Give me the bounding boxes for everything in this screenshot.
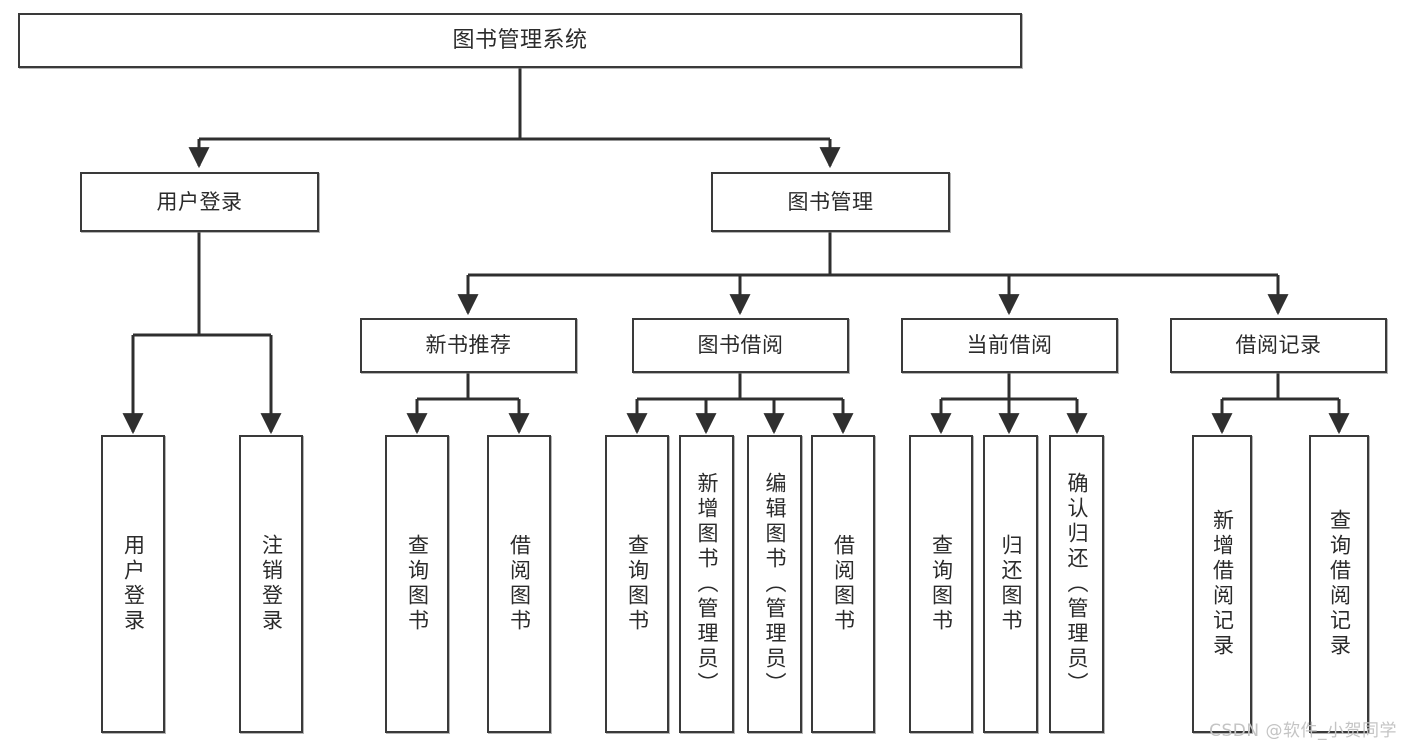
leaf-cb-query-book-label: 查询图书	[929, 534, 954, 634]
node-book-management[interactable]: 图书管理	[711, 172, 950, 232]
node-current-borrow[interactable]: 当前借阅	[901, 318, 1118, 373]
csdn-watermark: CSDN @软件_小贺同学	[1209, 721, 1397, 741]
node-borrow-record[interactable]: 借阅记录	[1170, 318, 1387, 373]
leaf-nb-borrow-book[interactable]: 借阅图书	[487, 435, 551, 733]
leaf-br-query-record[interactable]: 查询借阅记录	[1309, 435, 1369, 733]
leaf-nb-query-book-label: 查询图书	[405, 534, 430, 634]
leaf-logout-label: 注销登录	[259, 534, 284, 634]
node-user-login-label: 用户登录	[156, 189, 243, 214]
node-root[interactable]: 图书管理系统	[18, 13, 1022, 68]
node-book-borrow-label: 图书借阅	[697, 333, 784, 358]
leaf-logout[interactable]: 注销登录	[239, 435, 303, 733]
leaf-bb-borrow-book[interactable]: 借阅图书	[811, 435, 875, 733]
node-book-management-label: 图书管理	[787, 189, 874, 214]
node-new-book-recommend-label: 新书推荐	[425, 333, 512, 358]
node-root-label: 图书管理系统	[452, 27, 588, 53]
leaf-bb-edit-book-admin[interactable]: 编辑图书（管理员）	[747, 435, 802, 733]
node-new-book-recommend[interactable]: 新书推荐	[360, 318, 577, 373]
leaf-cb-confirm-return-admin[interactable]: 确认归还（管理员）	[1049, 435, 1104, 733]
leaf-bb-query-book[interactable]: 查询图书	[605, 435, 669, 733]
leaf-cb-query-book[interactable]: 查询图书	[909, 435, 973, 733]
node-book-borrow[interactable]: 图书借阅	[632, 318, 849, 373]
leaf-bb-edit-book-admin-label: 编辑图书（管理员）	[763, 471, 787, 697]
leaf-cb-return-book[interactable]: 归还图书	[983, 435, 1038, 733]
leaf-bb-borrow-book-label: 借阅图书	[831, 534, 856, 634]
leaf-nb-query-book[interactable]: 查询图书	[385, 435, 449, 733]
leaf-bb-query-book-label: 查询图书	[625, 534, 650, 634]
node-current-borrow-label: 当前借阅	[966, 333, 1053, 358]
leaf-user-login-label: 用户登录	[121, 534, 146, 634]
leaf-user-login[interactable]: 用户登录	[101, 435, 165, 733]
leaf-nb-borrow-book-label: 借阅图书	[507, 534, 532, 634]
leaf-cb-confirm-return-admin-label: 确认归还（管理员）	[1065, 471, 1089, 697]
leaf-br-add-record[interactable]: 新增借阅记录	[1192, 435, 1252, 733]
leaf-bb-add-book-admin[interactable]: 新增图书（管理员）	[679, 435, 734, 733]
node-borrow-record-label: 借阅记录	[1235, 333, 1322, 358]
node-user-login[interactable]: 用户登录	[80, 172, 319, 232]
leaf-br-query-record-label: 查询借阅记录	[1327, 509, 1352, 659]
leaf-br-add-record-label: 新增借阅记录	[1210, 509, 1235, 659]
leaf-cb-return-book-label: 归还图书	[999, 534, 1023, 634]
leaf-bb-add-book-admin-label: 新增图书（管理员）	[695, 471, 719, 697]
